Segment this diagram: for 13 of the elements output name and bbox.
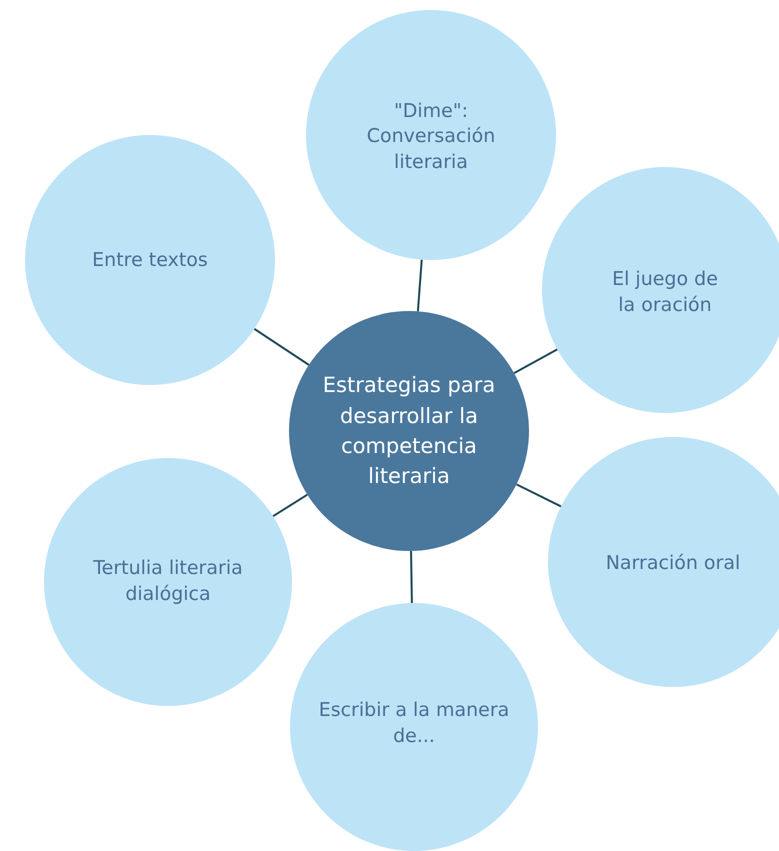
topic-text: Escribir a la manera de... — [318, 698, 510, 749]
topic-text: "Dime": Conversación literaria — [366, 98, 496, 175]
connector-line — [514, 348, 558, 374]
connector-line — [516, 483, 562, 508]
connector-line — [272, 494, 308, 518]
topic-text: Narración oral — [604, 551, 742, 576]
central-topic-text: Estrategias para desarrollar la competencia literaria — [322, 372, 496, 490]
topic-text: El juego de la oración — [611, 267, 719, 318]
connector-line — [254, 328, 310, 366]
topic-text: Tertulia literaria dialógica — [92, 556, 244, 607]
topic-text: Entre textos — [91, 248, 209, 274]
connector-line — [416, 260, 423, 312]
connector-line — [410, 550, 413, 604]
